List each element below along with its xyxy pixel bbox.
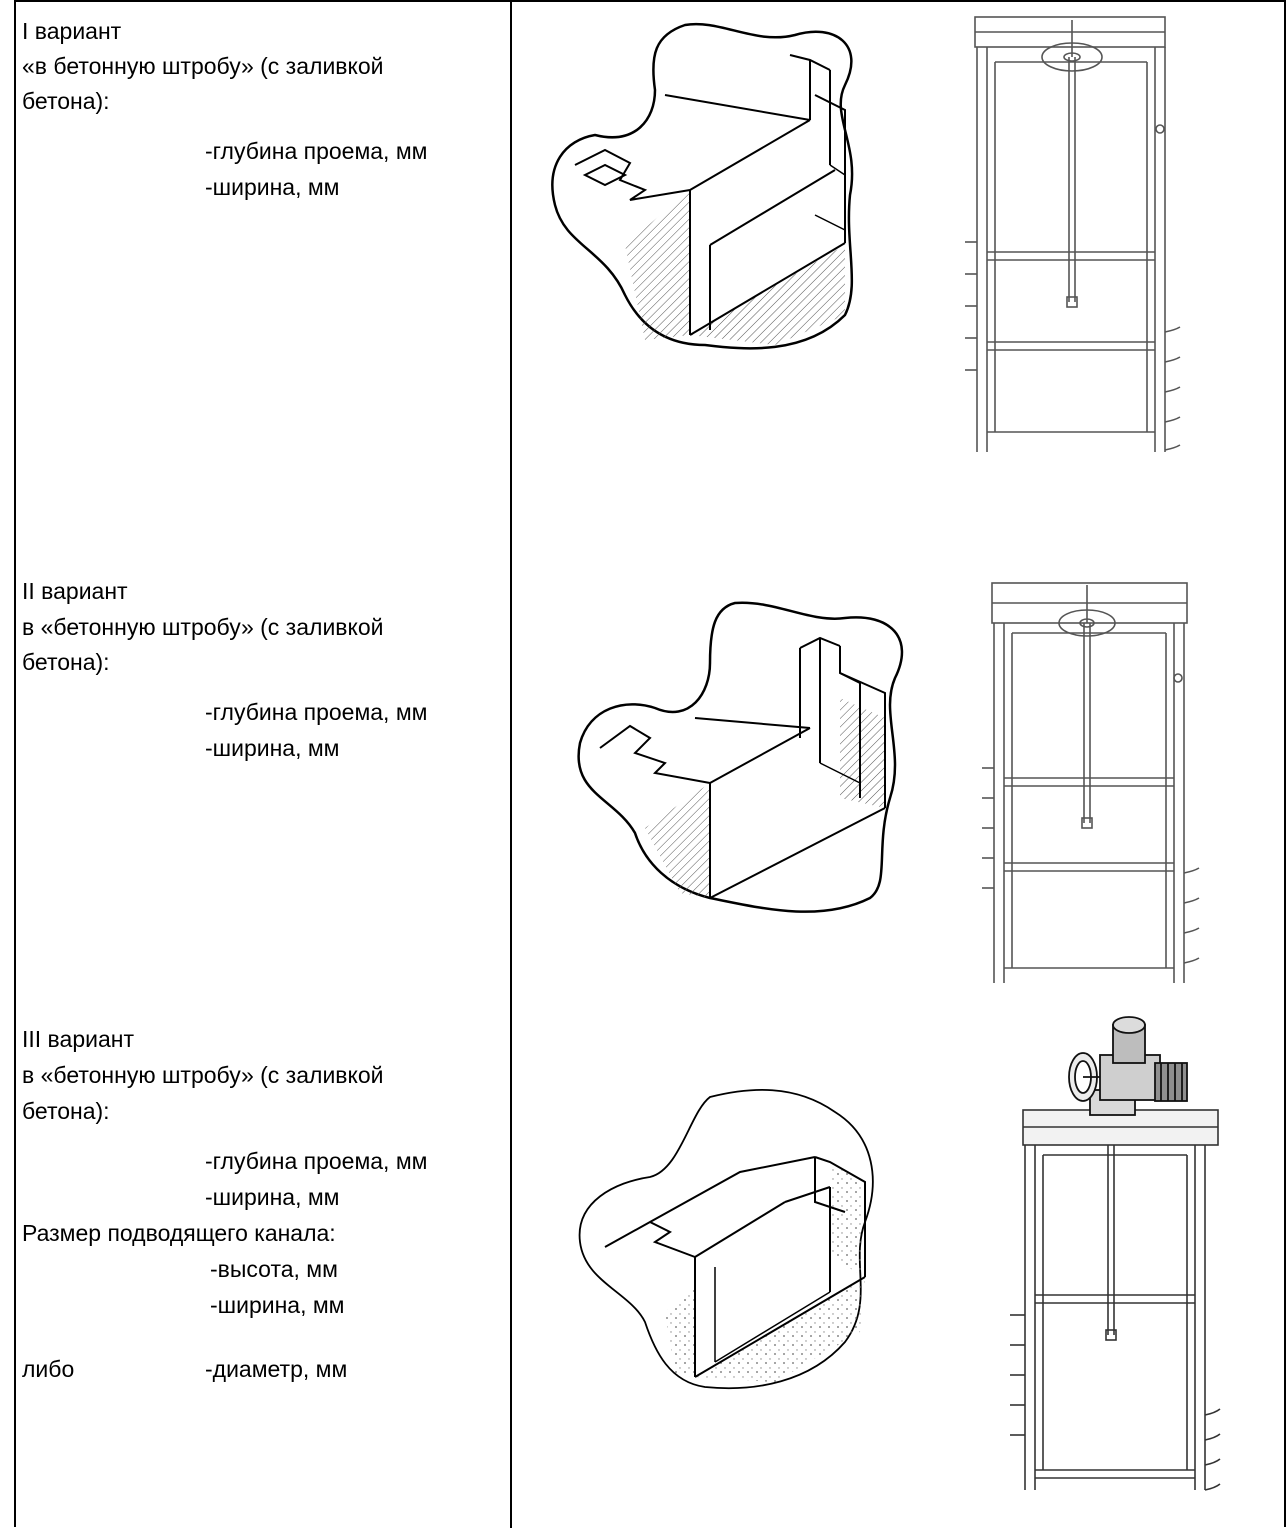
concrete-niche-drawing-2 <box>570 598 915 918</box>
variant-2-line3: бетона): <box>22 649 110 675</box>
variant-3-diameter: -диаметр, мм <box>205 1356 348 1382</box>
variant-1-title: I вариант <box>22 18 122 44</box>
column-divider <box>510 0 512 1528</box>
sluice-gate-drawing-2 <box>982 573 1202 988</box>
sluice-gate-with-actuator-drawing <box>1005 1015 1225 1510</box>
variant-3-line2: в «бетонную штробу» (с заливкой <box>22 1062 384 1088</box>
variant-3-depth: -глубина проема, мм <box>205 1148 428 1174</box>
variant-2-depth: -глубина проема, мм <box>205 699 428 725</box>
table-frame <box>14 0 1286 1527</box>
variant-3-width: -ширина, мм <box>205 1184 340 1210</box>
variant-2-line2: в «бетонную штробу» (с заливкой <box>22 614 384 640</box>
variant-3-channel-height: -высота, мм <box>210 1256 338 1282</box>
concrete-niche-drawing-1 <box>545 15 875 360</box>
variant-2-title: II вариант <box>22 578 128 604</box>
variant-1-width: -ширина, мм <box>205 174 340 200</box>
variant-3-line3: бетона): <box>22 1098 110 1124</box>
variant-1-line2: «в бетонную штробу» (с заливкой <box>22 53 384 79</box>
variant-2-width: -ширина, мм <box>205 735 340 761</box>
variant-1-line3: бетона): <box>22 88 110 114</box>
variant-3-title: III вариант <box>22 1026 134 1052</box>
sluice-gate-drawing-1 <box>965 12 1185 457</box>
variant-3-channel-heading: Размер подводящего канала: <box>22 1220 336 1246</box>
variant-3-or-label: либо <box>22 1356 75 1382</box>
concrete-niche-drawing-3 <box>575 1082 890 1397</box>
variant-3-channel-width: -ширина, мм <box>210 1292 345 1318</box>
variant-1-depth: -глубина проема, мм <box>205 138 428 164</box>
